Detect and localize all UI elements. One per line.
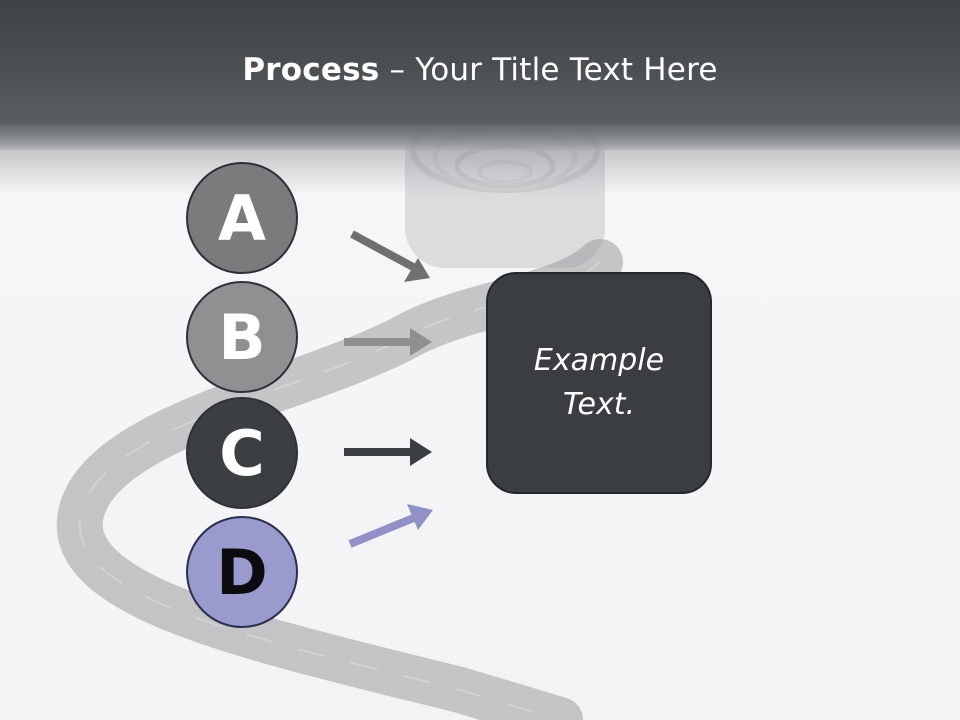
arrow-d-icon — [348, 504, 433, 548]
box-text-line-2: Text. — [562, 387, 636, 422]
slide-title: Process – Your Title Text Here — [0, 52, 960, 88]
box-text-line-1: Example — [533, 343, 665, 378]
arrow-c-icon — [344, 438, 432, 466]
example-text-box: Example Text. — [486, 272, 712, 494]
arrow-b-icon — [344, 328, 432, 356]
step-circle-c: C — [186, 397, 298, 509]
step-circle-b: B — [186, 281, 298, 393]
step-circle-a: A — [186, 162, 298, 274]
arrow-a-icon — [350, 230, 430, 282]
title-bar-fade — [0, 125, 960, 195]
title-bold: Process — [242, 52, 380, 88]
step-circle-d: D — [186, 516, 298, 628]
title-rest: – Your Title Text Here — [379, 52, 718, 88]
